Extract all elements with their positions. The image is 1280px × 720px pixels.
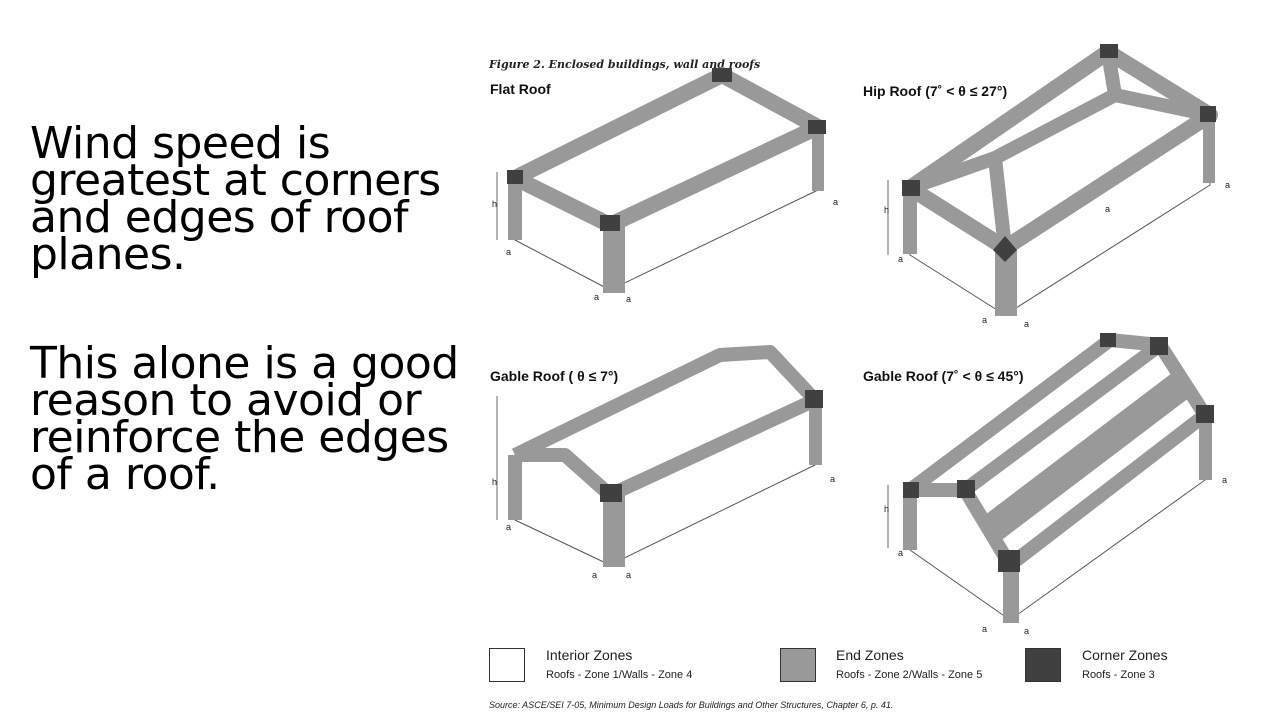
dimension-a: a <box>833 197 838 207</box>
dimension-a: a <box>830 474 835 484</box>
dimension-h: h <box>492 199 497 209</box>
dimension-a: a <box>626 294 631 304</box>
panel-title-gable-roof-steep: Gable Roof (7˚ < θ ≤ 45°) <box>863 368 1024 384</box>
dimension-a: a <box>626 570 631 580</box>
panel-title-hip-roof: Hip Roof (7˚ < θ ≤ 27°) <box>863 83 1008 99</box>
dimension-a: a <box>1225 180 1230 190</box>
legend-swatch-end <box>780 648 816 682</box>
legend-title-end: End Zones <box>836 647 904 663</box>
panel-title-flat-roof: Flat Roof <box>490 81 551 97</box>
dimension-a: a <box>982 315 987 325</box>
dimension-a: a <box>506 522 511 532</box>
legend-title-interior: Interior Zones <box>546 647 633 663</box>
slide-paragraph-2: This alone is a good reason to avoid or … <box>30 338 459 500</box>
legend-swatch-corner <box>1025 648 1061 682</box>
dimension-a: a <box>592 570 597 580</box>
dimension-a: a <box>1105 204 1110 214</box>
dimension-a: a <box>1222 475 1227 485</box>
gable-roof-low-building <box>508 345 823 567</box>
dimension-h: h <box>884 504 889 514</box>
dimension-a: a <box>898 548 903 558</box>
dimension-a: a <box>594 292 599 302</box>
figure-title: Figure 2. Enclosed buildings, wall and r… <box>489 58 761 71</box>
dimension-a: a <box>506 247 511 257</box>
hip-roof-building <box>902 44 1218 316</box>
legend-sub-corner: Roofs - Zone 3 <box>1082 669 1155 681</box>
panel-title-gable-roof-low: Gable Roof ( θ ≤ 7°) <box>490 368 619 384</box>
slide-paragraph-1: Wind speed is greatest at corners and ed… <box>30 118 441 280</box>
legend-title-corner: Corner Zones <box>1082 647 1168 663</box>
figure-source: Source: ASCE/SEI 7-05, Minimum Design Lo… <box>489 700 894 710</box>
dimension-a: a <box>1024 319 1029 329</box>
dimension-a: a <box>982 624 987 634</box>
legend-sub-interior: Roofs - Zone 1/Walls - Zone 4 <box>546 669 693 681</box>
flat-roof-building <box>507 67 826 293</box>
dimension-a: a <box>1024 626 1029 636</box>
legend-sub-end: Roofs - Zone 2/Walls - Zone 5 <box>836 669 983 681</box>
legend-swatch-interior <box>489 648 525 682</box>
dimension-h: h <box>492 477 497 487</box>
gable-roof-steep-building <box>903 333 1214 623</box>
dimension-h: h <box>884 205 889 215</box>
dimension-a: a <box>898 254 903 264</box>
